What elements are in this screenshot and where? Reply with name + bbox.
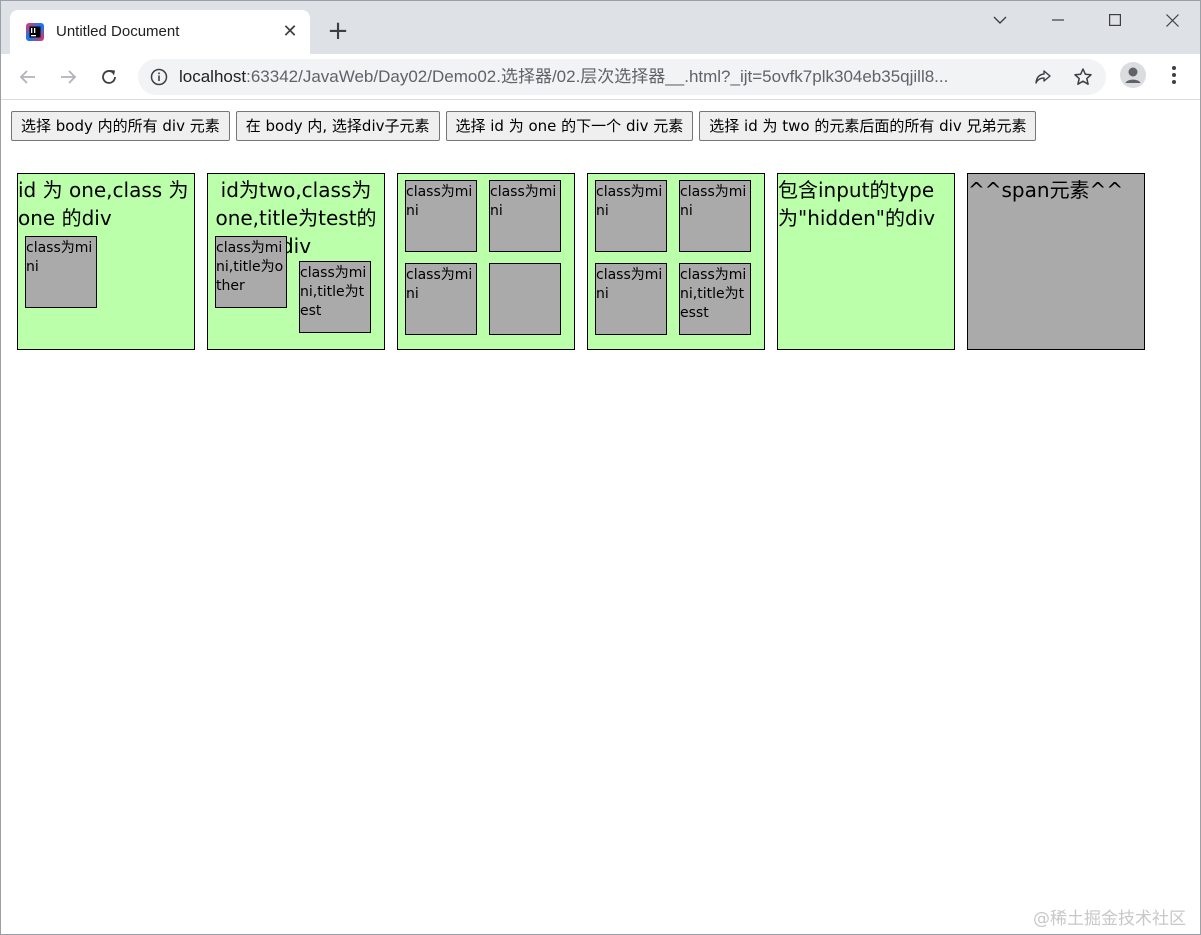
mini-div-test: class为mini,title为test bbox=[299, 261, 371, 333]
div-five: 包含input的type为"hidden"的div bbox=[777, 173, 955, 350]
div-five-label: 包含input的type为"hidden"的div bbox=[778, 178, 936, 230]
share-icon[interactable] bbox=[1033, 67, 1053, 87]
mini-div: class为mini bbox=[25, 236, 97, 308]
div-three: class为mini class为mini class为mini bbox=[397, 173, 575, 350]
mini-div: class为mini bbox=[405, 180, 477, 252]
div-one-label: id 为 one,class 为 one 的div bbox=[18, 178, 189, 230]
star-icon[interactable] bbox=[1073, 67, 1093, 87]
maximize-icon[interactable] bbox=[1092, 6, 1138, 34]
button-row: 选择 body 内的所有 div 元素在 body 内, 选择div子元素选择 … bbox=[11, 111, 1042, 141]
toolbar: localhost:63342/JavaWeb/Day02/Demo02.选择器… bbox=[0, 54, 1201, 100]
mini-div: class为mini bbox=[595, 263, 667, 335]
span-label: ^^span元素^^ bbox=[968, 178, 1124, 202]
reload-icon[interactable] bbox=[94, 62, 124, 92]
select-child-div-button[interactable]: 在 body 内, 选择div子元素 bbox=[235, 111, 440, 141]
select-all-div-button[interactable]: 选择 body 内的所有 div 元素 bbox=[11, 111, 230, 141]
mini-div-empty bbox=[489, 263, 561, 335]
select-next-div-button[interactable]: 选择 id 为 one 的下一个 div 元素 bbox=[445, 111, 694, 141]
forward-arrow-icon[interactable] bbox=[53, 62, 83, 92]
div-one: id 为 one,class 为 one 的div class为mini bbox=[17, 173, 195, 350]
mini-div: class为mini bbox=[405, 263, 477, 335]
tab-active[interactable]: Untitled Document ✕ bbox=[10, 10, 310, 54]
intellij-favicon bbox=[26, 23, 44, 41]
chevron-down-icon[interactable] bbox=[977, 6, 1023, 34]
close-window-icon[interactable] bbox=[1149, 6, 1195, 34]
url-host: localhost bbox=[179, 68, 247, 86]
back-arrow-icon[interactable] bbox=[13, 62, 43, 92]
div-four: class为mini class为mini class为mini class为m… bbox=[587, 173, 765, 350]
info-icon[interactable] bbox=[150, 68, 168, 86]
tab-title: Untitled Document bbox=[56, 23, 180, 40]
profile-icon[interactable] bbox=[1120, 62, 1146, 88]
span-element: ^^span元素^^ bbox=[967, 173, 1145, 350]
plus-icon[interactable]: + bbox=[327, 16, 349, 46]
url-path: :63342/JavaWeb/Day02/Demo02.选择器/02.层次选择器… bbox=[246, 68, 949, 86]
url-text[interactable]: localhost:63342/JavaWeb/Day02/Demo02.选择器… bbox=[179, 68, 1024, 86]
div-two: id为two,class为one,title为test的div class为mi… bbox=[207, 173, 385, 350]
close-icon[interactable]: ✕ bbox=[282, 21, 298, 42]
select-sibling-divs-button[interactable]: 选择 id 为 two 的元素后面的所有 div 兄弟元素 bbox=[699, 111, 1037, 141]
watermark: @稀土掘金技术社区 bbox=[1033, 909, 1186, 929]
page-content: 选择 body 内的所有 div 元素在 body 内, 选择div子元素选择 … bbox=[1, 101, 1200, 934]
minimize-icon[interactable] bbox=[1035, 6, 1081, 34]
mini-div: class为mini bbox=[595, 180, 667, 252]
address-bar[interactable]: localhost:63342/JavaWeb/Day02/Demo02.选择器… bbox=[138, 59, 1106, 95]
tab-strip: Untitled Document ✕ + bbox=[0, 0, 1201, 54]
mini-div: class为mini bbox=[679, 180, 751, 252]
mini-div: class为mini bbox=[489, 180, 561, 252]
mini-div-other: class为mini,title为other bbox=[215, 236, 287, 308]
kebab-menu-icon[interactable] bbox=[1162, 62, 1186, 88]
mini-div-tesst: class为mini,title为tesst bbox=[679, 263, 751, 335]
